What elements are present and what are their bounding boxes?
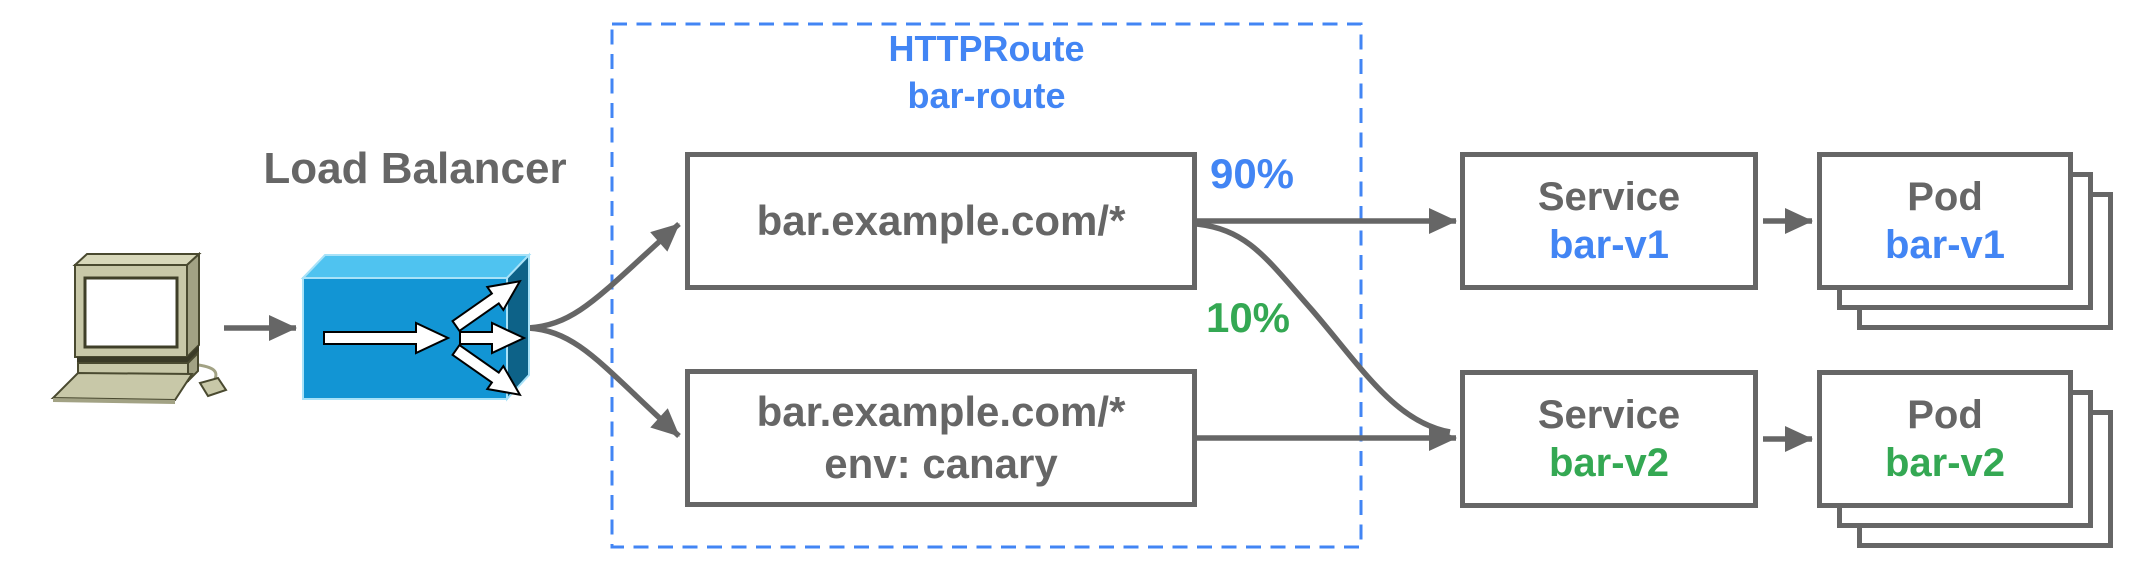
- load-balancer-icon: [300, 252, 532, 402]
- service-bar-v2: Service bar-v2: [1460, 370, 1758, 508]
- service-name: bar-v1: [1548, 223, 1670, 267]
- load-balancer: [300, 252, 532, 402]
- service-bar-v1: Service bar-v1: [1460, 152, 1758, 290]
- load-balancer-label: Load Balancer: [263, 144, 567, 193]
- route-rule-1: bar.example.com/*: [685, 152, 1197, 290]
- pod-stack-bar-v1: Pod bar-v1: [1817, 152, 2113, 330]
- arrow-lb-to-rule-1: [527, 221, 681, 331]
- httproute-title: HTTPRoute bar-route: [612, 25, 1361, 119]
- pod-name: bar-v1: [1884, 223, 2006, 267]
- pod-kind: Pod: [1907, 175, 1983, 219]
- client: [36, 252, 228, 404]
- route-rule-2: bar.example.com/* env: canary: [685, 369, 1197, 507]
- curve-rule1-to-service2: [1196, 221, 1451, 435]
- pod-bar-v2: Pod bar-v2: [1817, 370, 2073, 508]
- route-rule-2-match: bar.example.com/*: [756, 388, 1126, 435]
- pod-stack-bar-v2: Pod bar-v2: [1817, 370, 2113, 548]
- service-name: bar-v2: [1548, 441, 1670, 485]
- pod-bar-v1: Pod bar-v1: [1817, 152, 2073, 290]
- httproute-kind: HTTPRoute: [888, 28, 1085, 69]
- weight-label-90: 90%: [1209, 150, 1295, 197]
- weight-label-10: 10%: [1205, 294, 1291, 341]
- pod-name: bar-v2: [1884, 441, 2006, 485]
- route-rule-1-match: bar.example.com/*: [756, 197, 1126, 244]
- route-rule-2-header: env: canary: [824, 440, 1058, 487]
- service-kind: Service: [1537, 175, 1681, 219]
- pod-kind: Pod: [1907, 393, 1983, 437]
- desktop-computer-icon: [50, 252, 228, 404]
- httproute-name: bar-route: [907, 75, 1066, 116]
- service-kind: Service: [1537, 393, 1681, 437]
- arrow-lb-to-rule-2: [527, 325, 681, 439]
